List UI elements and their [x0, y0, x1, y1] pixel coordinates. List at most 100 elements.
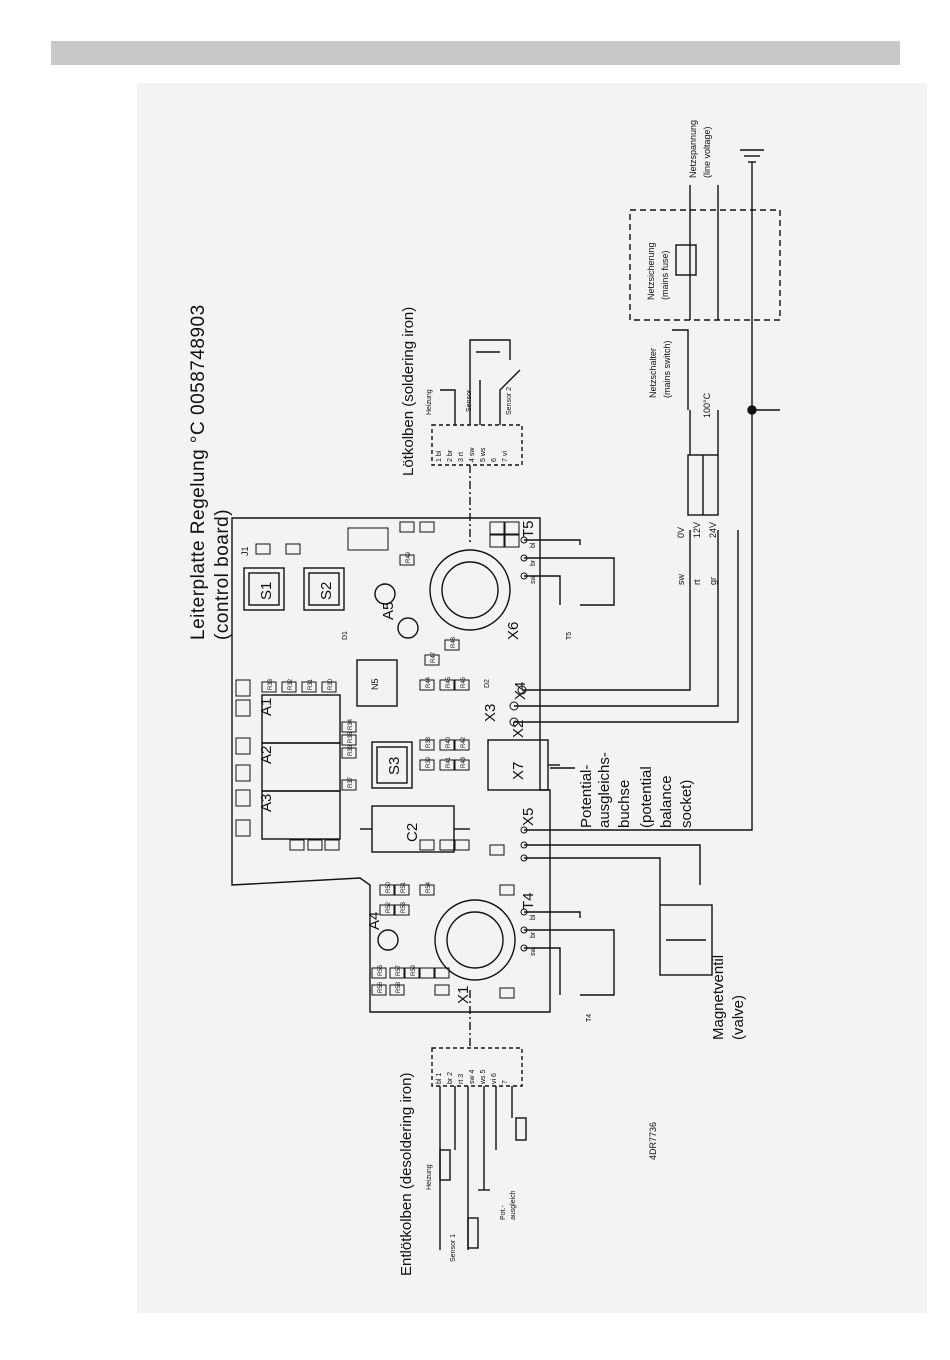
connector-X6: [429, 549, 511, 631]
t4-pin-br: br: [530, 931, 537, 938]
resistor-label: R59: [411, 964, 417, 976]
thermal-fuse-temp: 100°C: [702, 392, 712, 418]
board-subtitle: (control board): [212, 508, 233, 640]
t4-pin-bl: bl: [530, 914, 537, 920]
label-T4-sensor: T4: [586, 1013, 593, 1022]
part-A5: [374, 583, 396, 605]
capacitor-C13: [397, 617, 419, 639]
page-header-bar: [51, 41, 900, 65]
potential-socket-line5: balance: [658, 775, 675, 828]
connector-X1: [434, 899, 516, 981]
label-N5: N5: [370, 678, 380, 690]
label-X3: X3: [482, 703, 499, 722]
resistor-label: R34: [348, 718, 354, 730]
label-X5: X5: [520, 807, 537, 826]
control-board-outline: [231, 517, 551, 1013]
resistor-label: R47: [431, 651, 437, 663]
resistor-label: R43: [461, 756, 467, 768]
wire-rt: rt: [692, 579, 702, 586]
label-X4: X4: [512, 681, 529, 700]
solder-pin-5: 5 ws: [480, 447, 487, 462]
label-A4: A4: [366, 911, 383, 930]
resistor-label: R33: [268, 678, 274, 690]
resistor-label: R48: [451, 636, 457, 648]
solder-sensor-label: Sensor: [466, 389, 473, 412]
desolder-pin-4: sw 4: [469, 1069, 476, 1084]
relay-A3: [261, 790, 341, 840]
resistor-label: R41: [446, 756, 452, 768]
label-C2: C2: [404, 822, 421, 842]
mains-fuse-label-en: (mains fuse): [660, 250, 670, 300]
label-T5: T5: [520, 520, 537, 538]
label-X7: X7: [510, 761, 527, 780]
solder-pin-4: 4 sw: [469, 447, 476, 462]
solder-heater-label: Heizung: [426, 389, 433, 415]
label-D2: D2: [484, 679, 491, 688]
potential-socket-line4: (potential: [638, 766, 655, 828]
potential-socket-line6: socket): [678, 779, 695, 828]
volt-12v: 12V: [692, 521, 702, 538]
board-title: Leiterplatte Regelung °C: [188, 420, 209, 640]
desoldering-iron-title: Entlötkolben (desoldering iron): [398, 1072, 415, 1276]
potential-socket-line1: Potential-: [578, 764, 595, 828]
resistor-label: R38: [426, 736, 432, 748]
desolder-pin-1: bl 1: [436, 1072, 443, 1084]
resistor-label: R52: [386, 901, 392, 913]
resistor-label: R51: [401, 881, 407, 893]
switch-S1: [243, 567, 285, 611]
resistor-label: R46: [461, 676, 467, 688]
mains-switch-label-en: (mains switch): [662, 340, 672, 398]
valve-label: Magnetventil: [710, 954, 727, 1040]
resistor-label: R36: [348, 744, 354, 756]
resistor-label: R50: [386, 881, 392, 893]
label-D1: D1: [342, 631, 349, 640]
resistor-label: R56: [378, 981, 384, 993]
chip-N5: [356, 659, 398, 707]
solder-pin-7: 7 vi: [502, 451, 509, 462]
volt-24v: 24V: [708, 521, 718, 538]
label-A3: A3: [258, 793, 275, 812]
resistor-label: R31: [308, 678, 314, 690]
t5-pin-sw: sw: [530, 575, 537, 584]
label-A5: A5: [380, 601, 397, 620]
resistor-label: R49: [406, 551, 412, 563]
mains-fuse-box: [629, 209, 781, 321]
t5-pin-br: br: [530, 559, 537, 566]
resistor-label: R45: [446, 676, 452, 688]
label-A2: A2: [258, 745, 275, 764]
switch-S2: [303, 567, 345, 611]
wire-gr: gr: [708, 576, 718, 585]
solder-pin-3: 3 rt: [458, 451, 465, 462]
valve-label-en: (valve): [730, 994, 747, 1040]
desoldering-iron-plug: [431, 1047, 523, 1087]
solder-sensor2-label: Sensor 2: [506, 386, 513, 415]
label-A1: A1: [258, 697, 275, 716]
resistor-label: R54: [426, 881, 432, 893]
t4-pin-sw: sw: [530, 947, 537, 956]
potential-socket-line2: ausgleichs-: [596, 752, 613, 828]
resistor-label: R35: [348, 731, 354, 743]
label-S2: S2: [318, 581, 335, 600]
desolder-pin-2: br 2: [447, 1071, 454, 1084]
label-J1: J1: [240, 546, 250, 556]
soldering-iron-title: Lötkolben (soldering iron): [400, 306, 417, 476]
mains-fuse: [675, 244, 697, 276]
potential-socket-line3: buchse: [616, 779, 633, 828]
pot-label: Pot.-: [500, 1205, 507, 1220]
desolder-heater-label: Heizung: [426, 1164, 433, 1190]
drawing-number: 4DR7736: [648, 1121, 658, 1160]
resistor-label: R57: [396, 964, 402, 976]
mains-fuse-label: Netzsicherung: [646, 242, 656, 300]
switch-S3: [371, 741, 413, 789]
desolder-pin-3: rt 3: [458, 1073, 465, 1084]
label-S1: S1: [258, 581, 275, 600]
resistor-label: R55: [378, 964, 384, 976]
wire-sw: sw: [676, 574, 686, 585]
resistor-label: R37: [348, 776, 354, 788]
mains-voltage-label: Netzspannung: [688, 119, 698, 178]
desolder-sensor1-label: Sensor 1: [450, 1233, 457, 1262]
label-S3: S3: [386, 756, 403, 775]
solder-pin-6: 6: [491, 458, 498, 462]
resistor-label: R32: [288, 678, 294, 690]
